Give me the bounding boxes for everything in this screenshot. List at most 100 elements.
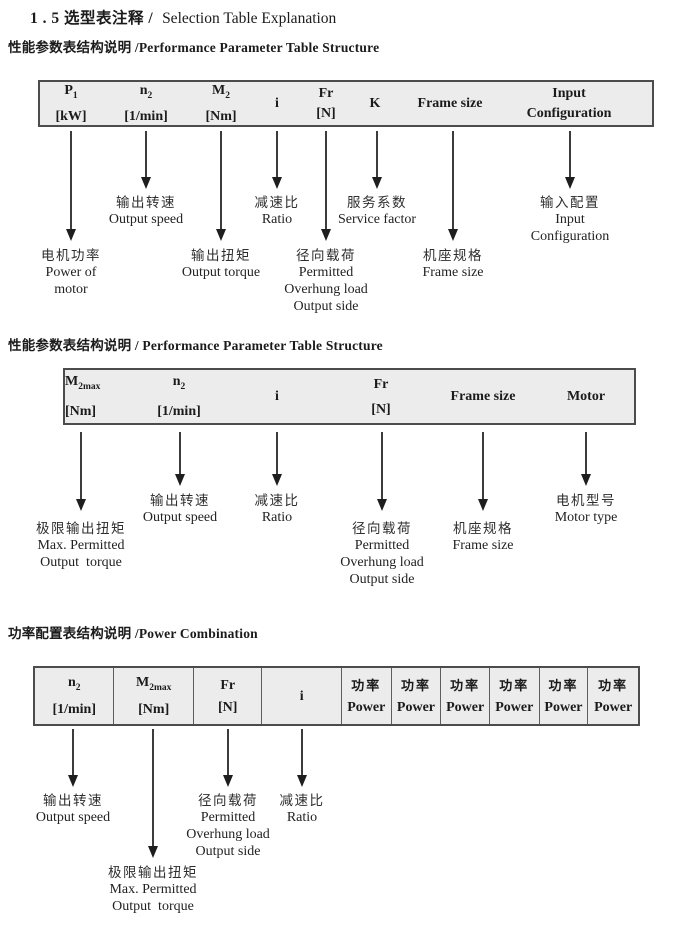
header-line: Power xyxy=(347,699,386,715)
page-title-zh: 1 . 5 选型表注释 / xyxy=(30,10,154,27)
header-subscript: 2 xyxy=(147,90,153,101)
header-line: [Nm] xyxy=(205,108,237,124)
header-subscript: 2 xyxy=(180,381,186,392)
header-line: M2max xyxy=(136,675,171,696)
header-line: Power xyxy=(396,699,435,715)
note-line: 极限输出扭矩 xyxy=(36,521,126,536)
header-line: 功率 xyxy=(450,677,481,693)
note-line: Output torque xyxy=(112,899,194,914)
header-subscript: 2max xyxy=(149,682,172,693)
note-line: Power of xyxy=(45,265,97,280)
note-line: Max. Permitted xyxy=(109,882,197,897)
note-line: Ratio xyxy=(261,212,293,227)
header-line: M2 xyxy=(212,83,230,104)
note-line: Motor type xyxy=(554,510,618,525)
header-line: [Nm] xyxy=(65,404,97,420)
arrow-down-icon xyxy=(141,177,151,189)
note-line: 径向载荷 xyxy=(352,521,412,536)
arrow-line xyxy=(80,432,82,501)
header-line: 功率 xyxy=(351,677,382,693)
arrow-line xyxy=(325,131,327,231)
note-line: 减速比 xyxy=(254,493,300,508)
arrow-down-icon xyxy=(66,229,76,241)
arrow-line xyxy=(220,131,222,231)
header-symbol: M xyxy=(212,83,226,99)
header-i: i xyxy=(262,668,342,724)
header-line: Power xyxy=(544,699,583,715)
note-line: Output speed xyxy=(35,810,111,825)
note-line: Ratio xyxy=(286,810,318,825)
header-line: i xyxy=(275,389,279,404)
arrow-line xyxy=(179,432,181,476)
header-power-1: 功率 Power xyxy=(342,668,392,724)
header-frame-size: Frame size xyxy=(451,370,516,423)
header-subscript: 2 xyxy=(225,90,230,101)
header-line: P1 xyxy=(64,83,77,104)
header-symbol: n xyxy=(172,373,181,389)
note-line: Input xyxy=(555,212,585,227)
header-i: i xyxy=(275,82,279,125)
note-line: Frame size xyxy=(452,538,514,553)
note-line: Ratio xyxy=(261,510,293,525)
header-motor: Motor xyxy=(567,370,605,423)
note-line: Service factor xyxy=(337,212,417,227)
note-line: 输出转速 xyxy=(115,195,176,210)
header-line: 功率 xyxy=(598,677,629,693)
section3-heading: 功率配置表结构说明 /Power Combination xyxy=(8,626,258,641)
arrow-down-icon xyxy=(223,775,233,787)
note-line: 机座规格 xyxy=(423,248,483,263)
header-line: 功率 xyxy=(400,677,431,693)
arrow-down-icon xyxy=(297,775,307,787)
note-line: Output speed xyxy=(108,212,184,227)
header-line: n2 xyxy=(140,83,153,104)
arrow-down-icon xyxy=(321,229,331,241)
header-k: K xyxy=(370,82,381,125)
header-line: Fr xyxy=(318,86,334,101)
note-line: Permitted xyxy=(354,538,410,553)
header-line: Fr xyxy=(373,376,389,392)
note-line: Permitted xyxy=(200,810,256,825)
arrow-down-icon xyxy=(68,775,78,787)
header-line: i xyxy=(299,688,304,704)
note-line: Output speed xyxy=(142,510,218,525)
note-line: 输入配置 xyxy=(539,195,600,210)
header-symbol: n xyxy=(139,83,148,99)
arrow-down-icon xyxy=(565,177,575,189)
header-p1: P1[kW] xyxy=(55,82,86,125)
arrow-line xyxy=(585,432,587,476)
note-line: 径向载荷 xyxy=(296,248,356,263)
header-line: n2 xyxy=(173,374,186,395)
note-line: Overhung load xyxy=(284,282,368,297)
header-line: Frame size xyxy=(417,96,483,111)
header-line: [1/min] xyxy=(157,404,201,420)
note-line: 机座规格 xyxy=(453,521,513,536)
arrow-down-icon xyxy=(76,499,86,511)
header-power-3: 功率 Power xyxy=(441,668,490,724)
note-output-speed: 输出转速 Output speed xyxy=(109,194,183,228)
arrow-down-icon xyxy=(216,229,226,241)
arrow-line xyxy=(152,729,154,848)
header-line: Power xyxy=(446,699,485,715)
arrow-line xyxy=(482,432,484,501)
header-subscript: 2max xyxy=(78,381,101,392)
note-line: 减速比 xyxy=(254,195,300,210)
header-m2max: M2max[Nm] xyxy=(65,370,100,423)
header-line: Input xyxy=(552,86,586,101)
arrow-down-icon xyxy=(448,229,458,241)
note-line: 径向载荷 xyxy=(198,793,258,808)
header-line: [1/min] xyxy=(124,108,168,124)
note-line: Output side xyxy=(349,572,415,587)
